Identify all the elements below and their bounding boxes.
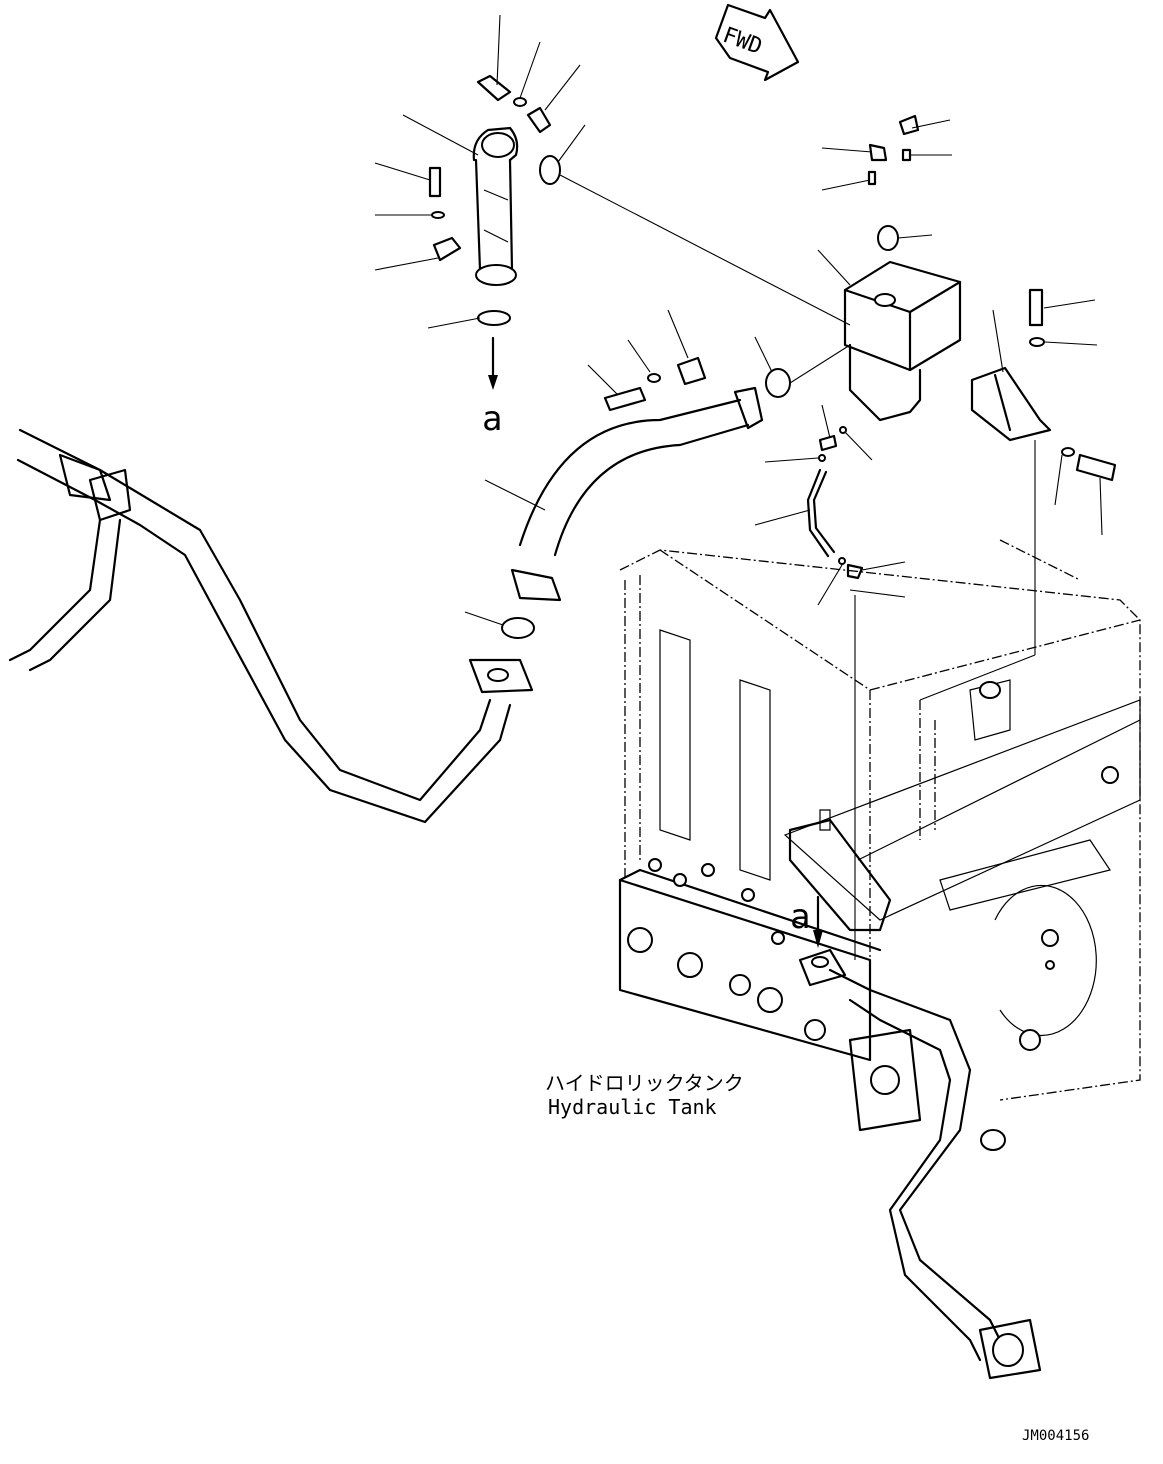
view-label-bottom: a [790, 897, 810, 937]
view-arrow-bottom: a [790, 895, 823, 948]
view-label-top: a [482, 399, 502, 439]
view-arrow-top: a [482, 336, 502, 439]
tank-label-en: Hydraulic Tank [548, 1095, 717, 1119]
left-pipe [8, 428, 534, 824]
hydraulic-tank [619, 539, 1141, 1101]
valve-block [843, 114, 962, 422]
upper-bolts [428, 74, 561, 326]
drawing-number: JM004156 [1022, 1428, 1089, 1444]
middle-hose [501, 356, 791, 639]
leader-lines [374, 14, 1103, 960]
side-frame [788, 719, 1141, 932]
bracket [970, 288, 1117, 482]
small-tube [806, 426, 864, 580]
upper-elbow-hose [472, 126, 519, 286]
fwd-direction-arrow: FWD [714, 3, 800, 82]
tank-label-jp: ハイドロリックタンク [545, 1071, 744, 1095]
pump-assembly [618, 858, 922, 1132]
lower-pipe [798, 948, 1042, 1380]
